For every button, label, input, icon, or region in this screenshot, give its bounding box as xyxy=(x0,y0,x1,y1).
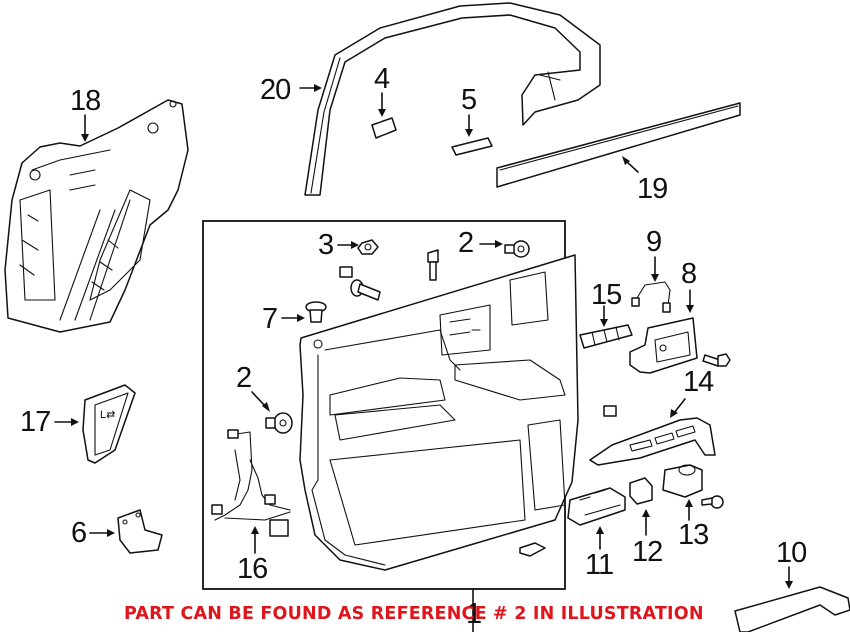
part-12-lock-switch[interactable] xyxy=(629,477,653,505)
part-18-water-deflector[interactable] xyxy=(4,99,189,333)
reference-note: PART CAN BE FOUND AS REFERENCE # 2 IN IL… xyxy=(124,604,704,624)
arrow-8 xyxy=(686,305,694,313)
leader-2-left xyxy=(251,391,267,408)
small-clip-14[interactable] xyxy=(603,405,617,417)
arrow-14 xyxy=(670,409,678,418)
part-19-belt-molding[interactable] xyxy=(496,102,741,188)
callout-2-upper: 2 xyxy=(458,227,474,259)
callout-14: 14 xyxy=(683,366,714,398)
bolt-upper[interactable] xyxy=(427,249,439,281)
arrow-2-left xyxy=(262,402,270,412)
arrow-10 xyxy=(785,581,793,589)
arrow-19 xyxy=(622,156,630,165)
arrow-13 xyxy=(685,499,693,507)
part-9-handle-wiring[interactable] xyxy=(631,281,671,313)
arrow-5 xyxy=(465,129,473,137)
part-7-retainer[interactable] xyxy=(305,301,327,323)
part-10-pull-handle-trim[interactable] xyxy=(734,586,850,632)
part-4-clip[interactable] xyxy=(371,117,397,139)
callout-16: 16 xyxy=(237,553,268,585)
handle-bolt[interactable] xyxy=(702,353,731,367)
arrow-3 xyxy=(351,241,359,249)
switch-screw[interactable] xyxy=(701,495,724,509)
arrow-11 xyxy=(596,526,604,534)
part-8-inside-handle[interactable] xyxy=(629,317,698,374)
arrow-9 xyxy=(651,274,659,282)
arrow-2-upper xyxy=(495,240,503,248)
callout-2-left: 2 xyxy=(236,362,252,394)
callout-12: 12 xyxy=(632,536,663,568)
part-1-door-trim-panel[interactable] xyxy=(299,254,579,571)
part-13-mirror-switch[interactable] xyxy=(662,464,703,498)
part-17-mirror-patch[interactable]: L⇄ xyxy=(82,384,136,464)
part-20-frame-weatherstrip[interactable] xyxy=(304,2,601,196)
arrow-16 xyxy=(251,526,259,534)
small-clip-lower[interactable] xyxy=(519,542,546,557)
part-5-bracket[interactable] xyxy=(451,137,493,156)
callout-19: 19 xyxy=(637,173,668,205)
callout-5: 5 xyxy=(461,84,477,116)
svg-text:L⇄: L⇄ xyxy=(100,409,115,421)
callout-6: 6 xyxy=(71,517,87,549)
callout-18: 18 xyxy=(70,85,101,117)
part-3-nut[interactable] xyxy=(357,239,379,255)
arrow-7 xyxy=(297,314,305,322)
part-15-memory-switch[interactable] xyxy=(579,324,633,349)
part-6-hinge-bracket[interactable] xyxy=(117,509,163,554)
callout-10: 10 xyxy=(776,537,807,569)
arrow-12 xyxy=(642,509,650,517)
arrow-6 xyxy=(107,529,115,537)
bolt-screw[interactable] xyxy=(350,279,381,301)
callout-11: 11 xyxy=(585,549,614,581)
arrow-15 xyxy=(600,319,608,327)
leader-14 xyxy=(673,398,686,414)
callout-8: 8 xyxy=(681,258,697,290)
callout-1: 1 xyxy=(466,598,482,630)
callout-3: 3 xyxy=(318,229,334,261)
callout-17: 17 xyxy=(20,406,51,438)
part-11-window-switch[interactable] xyxy=(567,487,626,526)
arrow-20 xyxy=(314,84,322,92)
arrow-17 xyxy=(71,418,79,426)
arrow-18 xyxy=(81,134,89,142)
callout-13: 13 xyxy=(678,519,709,551)
part-14-switch-bezel[interactable] xyxy=(589,417,716,466)
callout-4: 4 xyxy=(374,63,390,95)
part-2-push-pin-left[interactable] xyxy=(265,412,293,434)
callout-7: 7 xyxy=(262,303,278,335)
callout-15: 15 xyxy=(591,279,622,311)
clip-nut[interactable] xyxy=(339,266,353,278)
callout-9: 9 xyxy=(646,226,662,258)
part-2-push-pin-upper[interactable] xyxy=(504,240,530,258)
arrow-4 xyxy=(378,109,386,117)
part-16-wiring-harness[interactable] xyxy=(211,429,291,537)
callout-20: 20 xyxy=(260,74,291,106)
